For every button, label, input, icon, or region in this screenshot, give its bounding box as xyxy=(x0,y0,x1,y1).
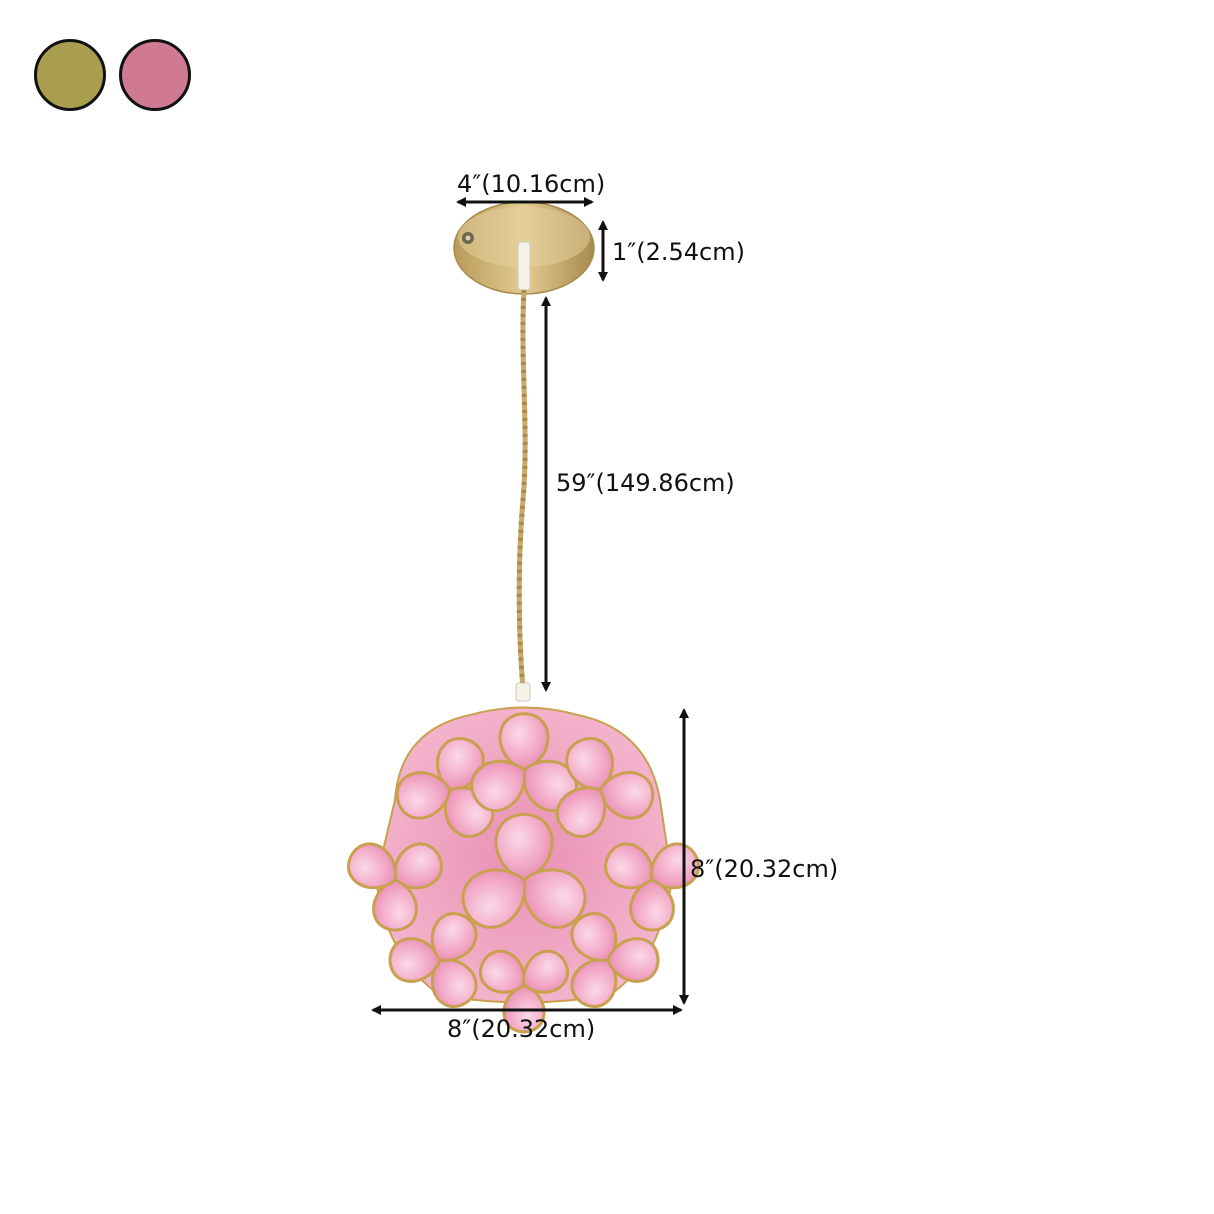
petal xyxy=(347,842,397,890)
petal xyxy=(430,958,478,1008)
petal xyxy=(470,759,527,813)
petal xyxy=(629,878,675,932)
petal xyxy=(604,842,654,890)
petal xyxy=(555,786,607,838)
cord-length-label: 59″(149.86cm) xyxy=(556,469,735,497)
petal xyxy=(372,878,418,932)
petal xyxy=(388,937,442,983)
petal xyxy=(598,771,655,820)
canopy-height-label: 1″(2.54cm) xyxy=(612,238,745,266)
ceiling-canopy xyxy=(453,201,595,295)
dimension-arrows xyxy=(371,197,689,1015)
petal xyxy=(393,842,443,890)
petal xyxy=(395,771,452,820)
petal xyxy=(570,912,618,962)
petal xyxy=(494,812,554,882)
petal xyxy=(461,868,527,929)
color-swatch-pink[interactable] xyxy=(119,39,191,111)
petal xyxy=(430,912,478,962)
shade-width-label: 8″(20.32cm) xyxy=(447,1015,596,1043)
petal xyxy=(565,737,615,792)
color-swatch-gold[interactable] xyxy=(34,39,106,111)
pendant-cord xyxy=(515,289,531,702)
canopy-width-label: 4″(10.16cm) xyxy=(457,170,606,198)
petal xyxy=(498,712,550,772)
petal xyxy=(478,949,526,994)
petal xyxy=(522,949,570,994)
petal xyxy=(570,958,618,1008)
shade-height-label: 8″(20.32cm) xyxy=(690,855,839,883)
petal xyxy=(521,868,587,929)
flower-petal-shade xyxy=(347,706,700,1034)
petal xyxy=(606,937,660,983)
